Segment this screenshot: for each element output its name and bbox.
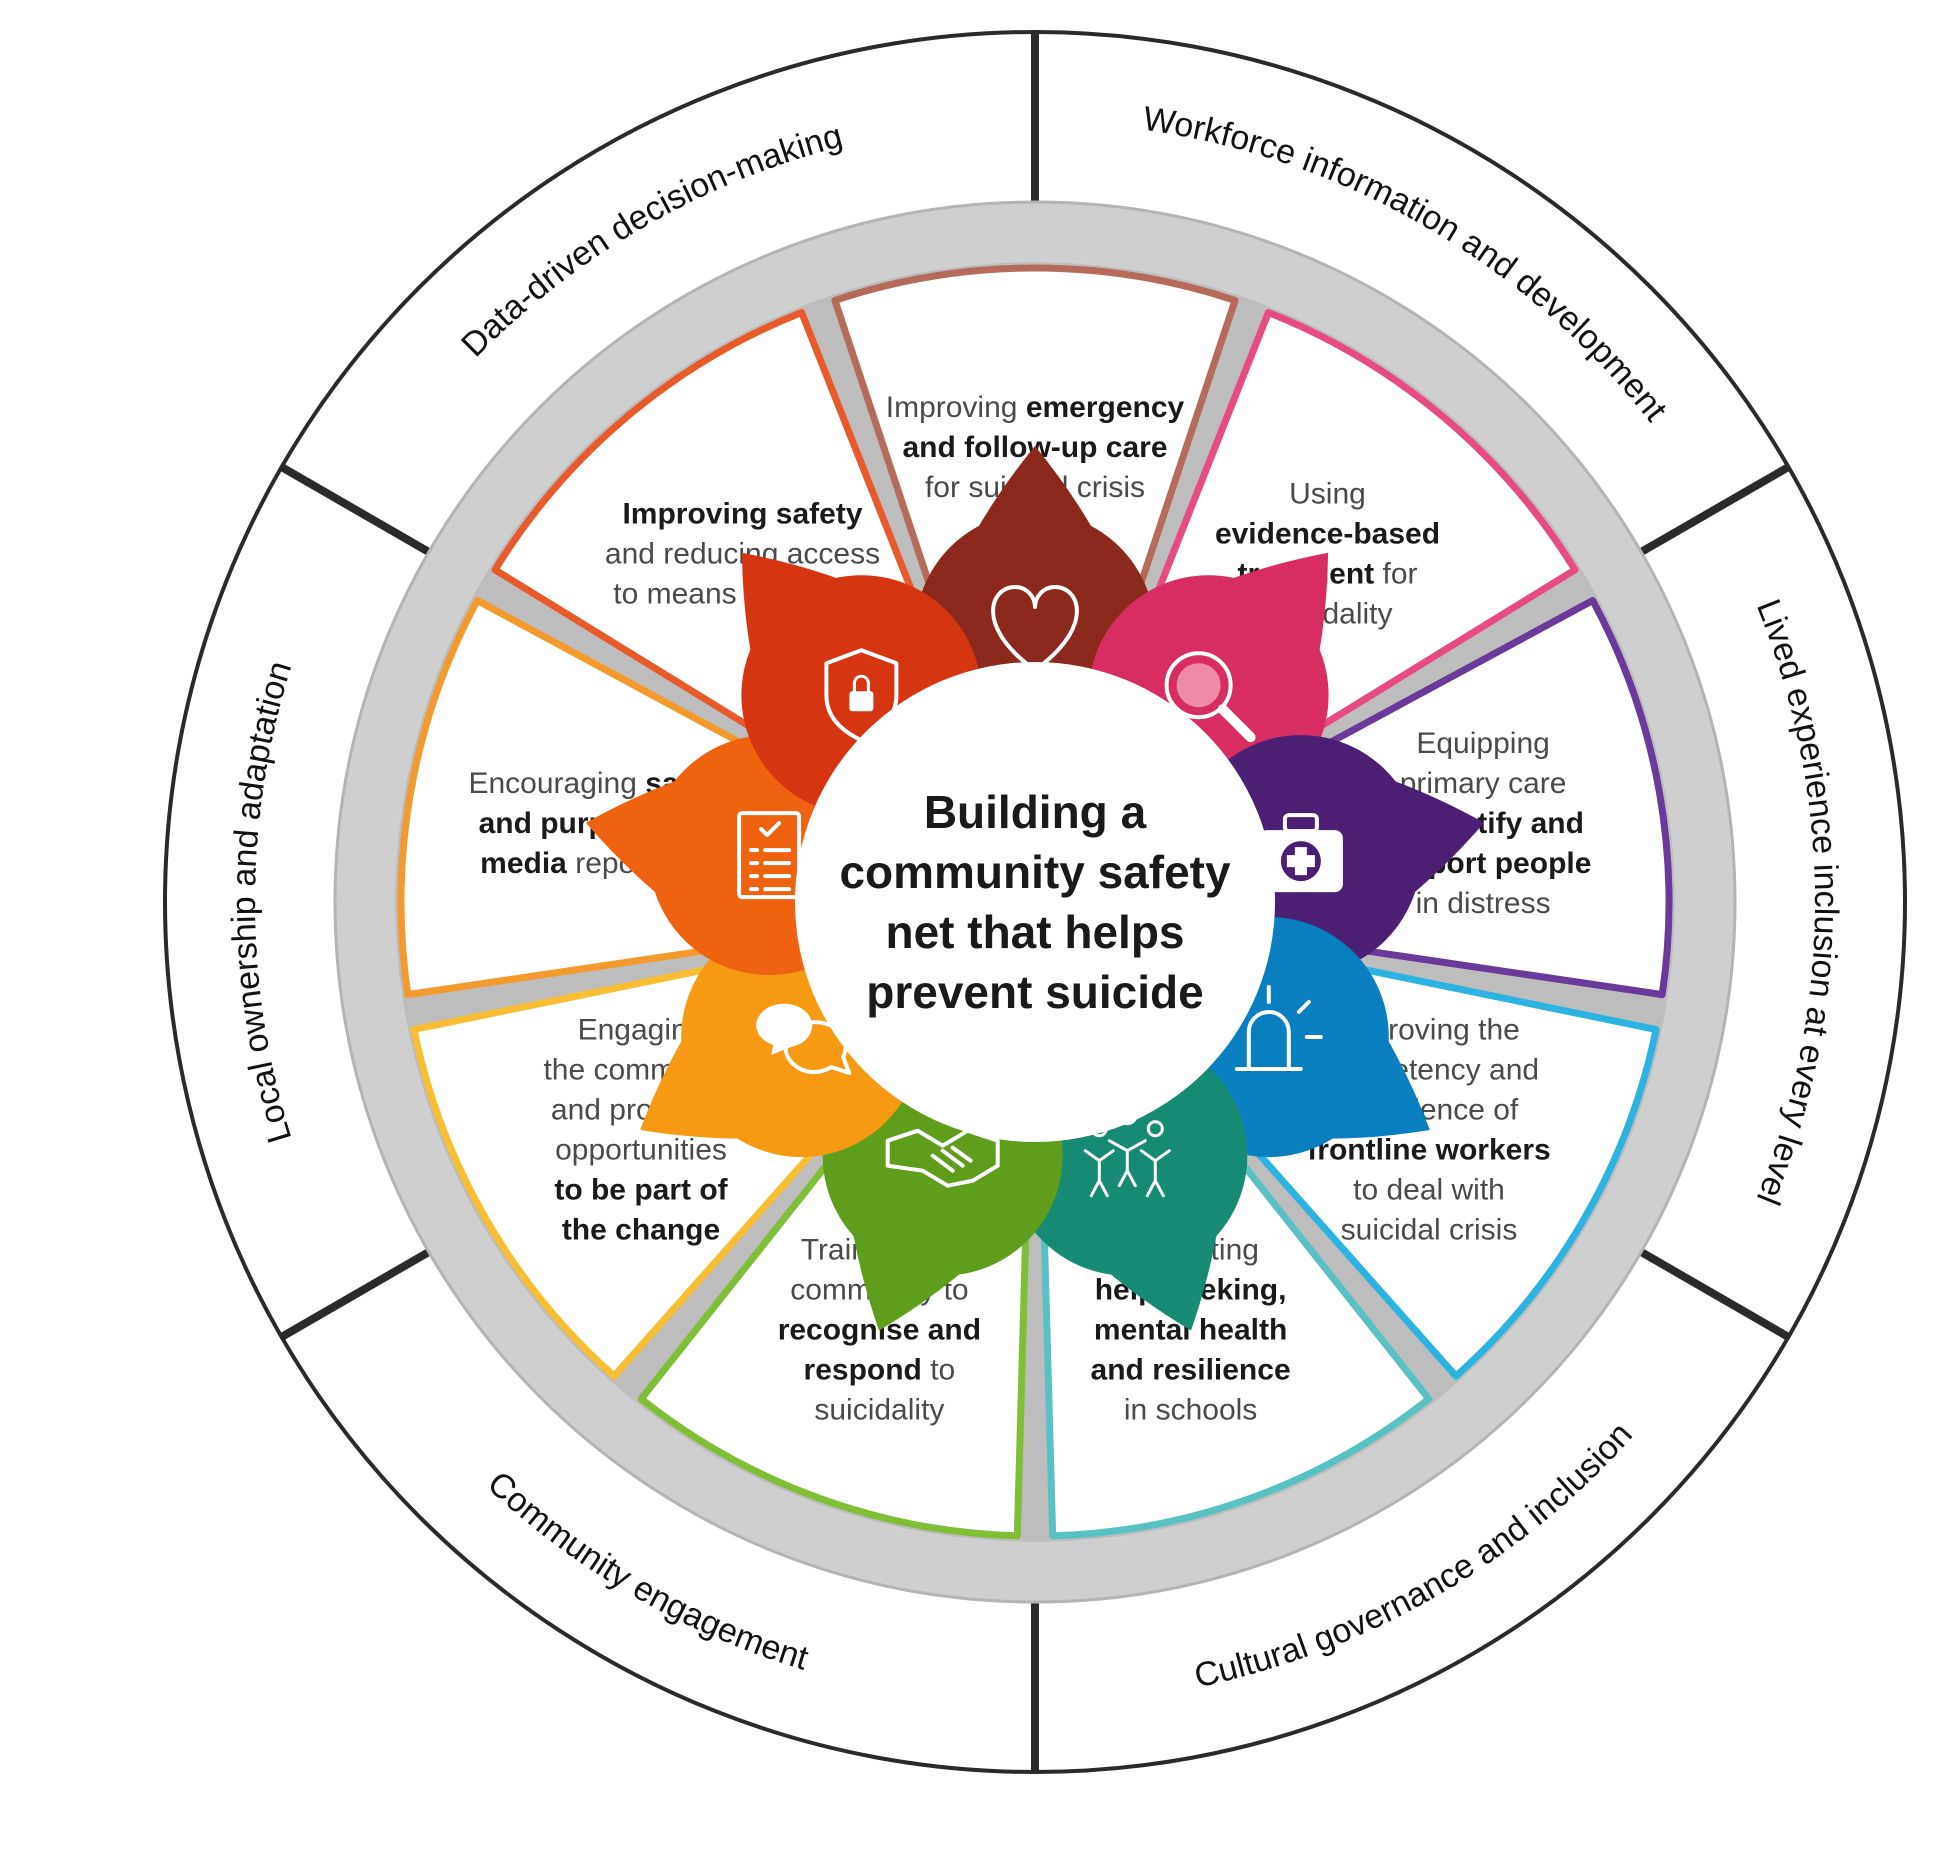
outer-ring-divider [1639,1248,1791,1341]
outer-ring-divider [1639,463,1791,556]
speech-bubbles-icon [756,1003,852,1075]
checklist-icon [737,811,802,900]
medical-kit-icon [1258,813,1343,893]
grey-ring-edge [333,200,1737,1604]
center-disc [795,662,1275,1142]
heart-icon [991,585,1079,672]
magnifier-icon [1164,651,1256,743]
outer-ring-divider [279,463,431,556]
outer-ring-divider [279,1248,431,1341]
grey-ring-band [335,202,1735,1602]
petal-group [585,446,1485,1331]
handshake-icon [885,1128,1000,1188]
